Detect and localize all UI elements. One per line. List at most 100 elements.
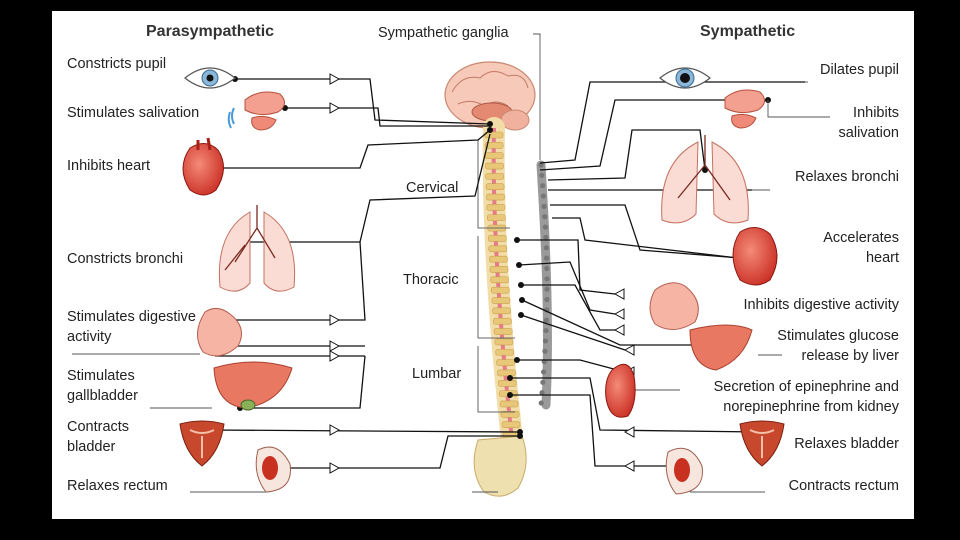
vertebra (497, 379, 517, 387)
symp-effect-label: Contracts rectum (788, 478, 899, 494)
vertebra (486, 204, 506, 211)
nerve-terminal-dot (517, 433, 523, 439)
vertebra (489, 266, 509, 273)
synapse-arrow (623, 344, 635, 356)
stomach-icon (197, 308, 243, 357)
vertebra (486, 193, 505, 201)
liver-icon (689, 324, 753, 371)
synapse-arrow (329, 350, 341, 362)
synapse-arrow (329, 462, 341, 474)
vertebra (489, 255, 508, 263)
vertebra (495, 348, 515, 356)
vertebra (485, 183, 505, 191)
synapse-arrow (613, 324, 625, 336)
synapse-arrow (329, 73, 341, 85)
synapse-arrow (329, 340, 341, 352)
ganglion-dot (541, 203, 547, 209)
bladder-icon (739, 420, 785, 467)
synapse-arrow (623, 426, 635, 438)
region-lumbar: Lumbar (412, 366, 462, 382)
sympathetic-chain (536, 160, 552, 410)
synapse-arrow (329, 424, 341, 436)
para-effect-label: Relaxes rectum (67, 478, 168, 494)
ganglion-dot (542, 338, 549, 344)
bladder-icon (179, 420, 225, 467)
nerve-terminal-dot (507, 375, 513, 381)
vertebra (496, 359, 515, 366)
synapse-arrow (613, 288, 625, 300)
sympathetic-ganglia-label: Sympathetic ganglia (378, 25, 509, 41)
ganglion-dot (538, 400, 544, 406)
vertebra (490, 276, 509, 284)
region-cervical: Cervical (406, 180, 459, 196)
kidney-icon (605, 363, 636, 418)
vertebra (491, 297, 511, 304)
lungs-icon (218, 205, 296, 292)
ganglion-dot (544, 296, 550, 303)
salivary-gland-icon (227, 91, 285, 131)
ganglion-dot (543, 234, 549, 241)
ganglion-dot (544, 286, 550, 292)
heart-icon (182, 137, 224, 196)
vertebra (497, 369, 516, 377)
vertebra (485, 173, 505, 180)
vertebra (492, 307, 511, 315)
nerve-terminal-dot (518, 282, 524, 288)
vertebra (493, 317, 512, 325)
vertebra (501, 421, 521, 428)
vertebra (484, 152, 504, 159)
synapse-arrow (623, 460, 635, 472)
ganglion-dot (543, 245, 549, 251)
region-thoracic: Thoracic (403, 272, 459, 288)
synapse-arrow (613, 308, 625, 320)
spinal-column (473, 117, 527, 497)
liver-gallbladder-icon (213, 361, 293, 411)
symp-effect-label: Relaxes bladder (794, 436, 899, 452)
salivary-gland-icon (724, 89, 765, 129)
nerve-terminal-dot (519, 297, 525, 303)
parasympathetic-heading: Parasympathetic (146, 23, 275, 40)
vertebra (484, 142, 504, 149)
ganglion-dot (539, 183, 546, 189)
vertebra (500, 411, 520, 418)
vertebra (488, 245, 508, 253)
ganglion-dot (544, 255, 550, 261)
nerve-terminal-dot (514, 237, 520, 243)
nerve-terminal-dot (516, 262, 522, 268)
symp-effect-label: Dilates pupil (820, 62, 899, 78)
para-effect-label: Constricts bronchi (67, 251, 184, 267)
ganglion-dot (540, 369, 547, 375)
ganglion-dot (542, 224, 548, 230)
symp-effect-label: Inhibits digestive activity (743, 297, 899, 313)
vertebra (493, 328, 513, 335)
nerve-terminal-dot (507, 392, 513, 398)
heart-icon (732, 227, 778, 286)
ganglion-dot (538, 162, 544, 168)
ganglion-dot (539, 172, 545, 178)
sympathetic-heading: Sympathetic (700, 23, 796, 40)
ganglion-dot (539, 390, 545, 396)
rectum-icon (255, 446, 291, 493)
ganglion-dot (540, 379, 546, 385)
nerve-terminal-dot (518, 312, 524, 318)
eye-icon (659, 67, 711, 89)
lungs-icon (661, 135, 749, 224)
synapse-arrow (329, 102, 341, 114)
ganglion-dot (543, 327, 549, 334)
vertebra (484, 131, 504, 139)
vertebra (487, 235, 507, 242)
stomach-icon (649, 282, 699, 330)
para-effect-label: Constricts pupil (67, 56, 167, 72)
sympathetic-nerves (510, 81, 805, 467)
label-leaders (72, 33, 830, 493)
vertebra (485, 162, 504, 170)
symp-effect-label: Relaxes bronchi (795, 169, 899, 185)
ganglion-dot (544, 265, 550, 272)
brain-icon (444, 61, 536, 131)
